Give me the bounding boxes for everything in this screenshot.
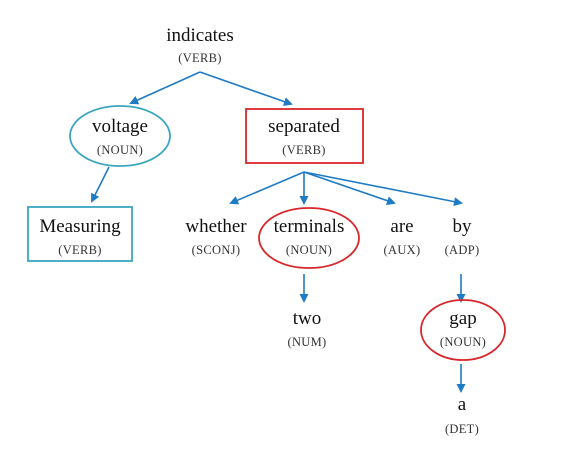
pos-tag: (NOUN): [440, 335, 486, 349]
pos-tag: (NUM): [288, 335, 327, 349]
measuring-outline: [27, 206, 133, 262]
edge-separated-whether: [229, 171, 305, 205]
word-text: terminals: [274, 216, 345, 237]
pos-tag: (VERB): [58, 243, 101, 257]
voltage-outline: [69, 105, 171, 167]
node-measuring: Measuring (VERB): [39, 216, 121, 257]
node-whether: whether (SCONJ): [185, 216, 247, 257]
edge-separated-by: [303, 171, 463, 207]
pos-tag: (AUX): [384, 243, 421, 257]
word-text: Measuring: [39, 216, 121, 237]
gap-outline: [420, 299, 506, 361]
terminals-outline: [258, 207, 360, 269]
word-text: whether: [185, 216, 247, 237]
pos-tag: (NOUN): [97, 143, 143, 157]
node-gap: gap (NOUN): [440, 308, 486, 349]
pos-tag: (SCONJ): [192, 243, 241, 257]
pos-tag: (ADP): [445, 243, 480, 257]
pos-tag: (VERB): [178, 51, 221, 65]
node-two: two (NUM): [288, 308, 327, 349]
edge-indicates-separated: [199, 71, 293, 106]
word-text: are: [390, 216, 413, 237]
word-text: by: [453, 216, 473, 237]
node-a: a (DET): [445, 394, 479, 436]
pos-tag: (VERB): [282, 143, 325, 157]
edge-separated-are: [303, 171, 396, 205]
pos-tag: (NOUN): [286, 243, 332, 257]
node-indicates: indicates (VERB): [166, 25, 234, 65]
word-text: separated: [268, 116, 340, 137]
edge-indicates-voltage: [129, 71, 201, 105]
word-text: indicates: [166, 25, 234, 46]
word-text: voltage: [92, 116, 148, 137]
node-by: by (ADP): [445, 216, 480, 257]
word-text: two: [293, 308, 322, 329]
node-voltage: voltage (NOUN): [92, 116, 148, 157]
word-text: gap: [449, 308, 476, 329]
edge-voltage-measuring: [91, 166, 110, 203]
node-separated: separated (VERB): [268, 116, 340, 157]
node-are: are (AUX): [384, 216, 421, 257]
pos-tag: (DET): [445, 422, 479, 436]
word-text: a: [458, 394, 467, 415]
node-terminals: terminals (NOUN): [274, 216, 345, 257]
separated-outline: [245, 108, 364, 164]
